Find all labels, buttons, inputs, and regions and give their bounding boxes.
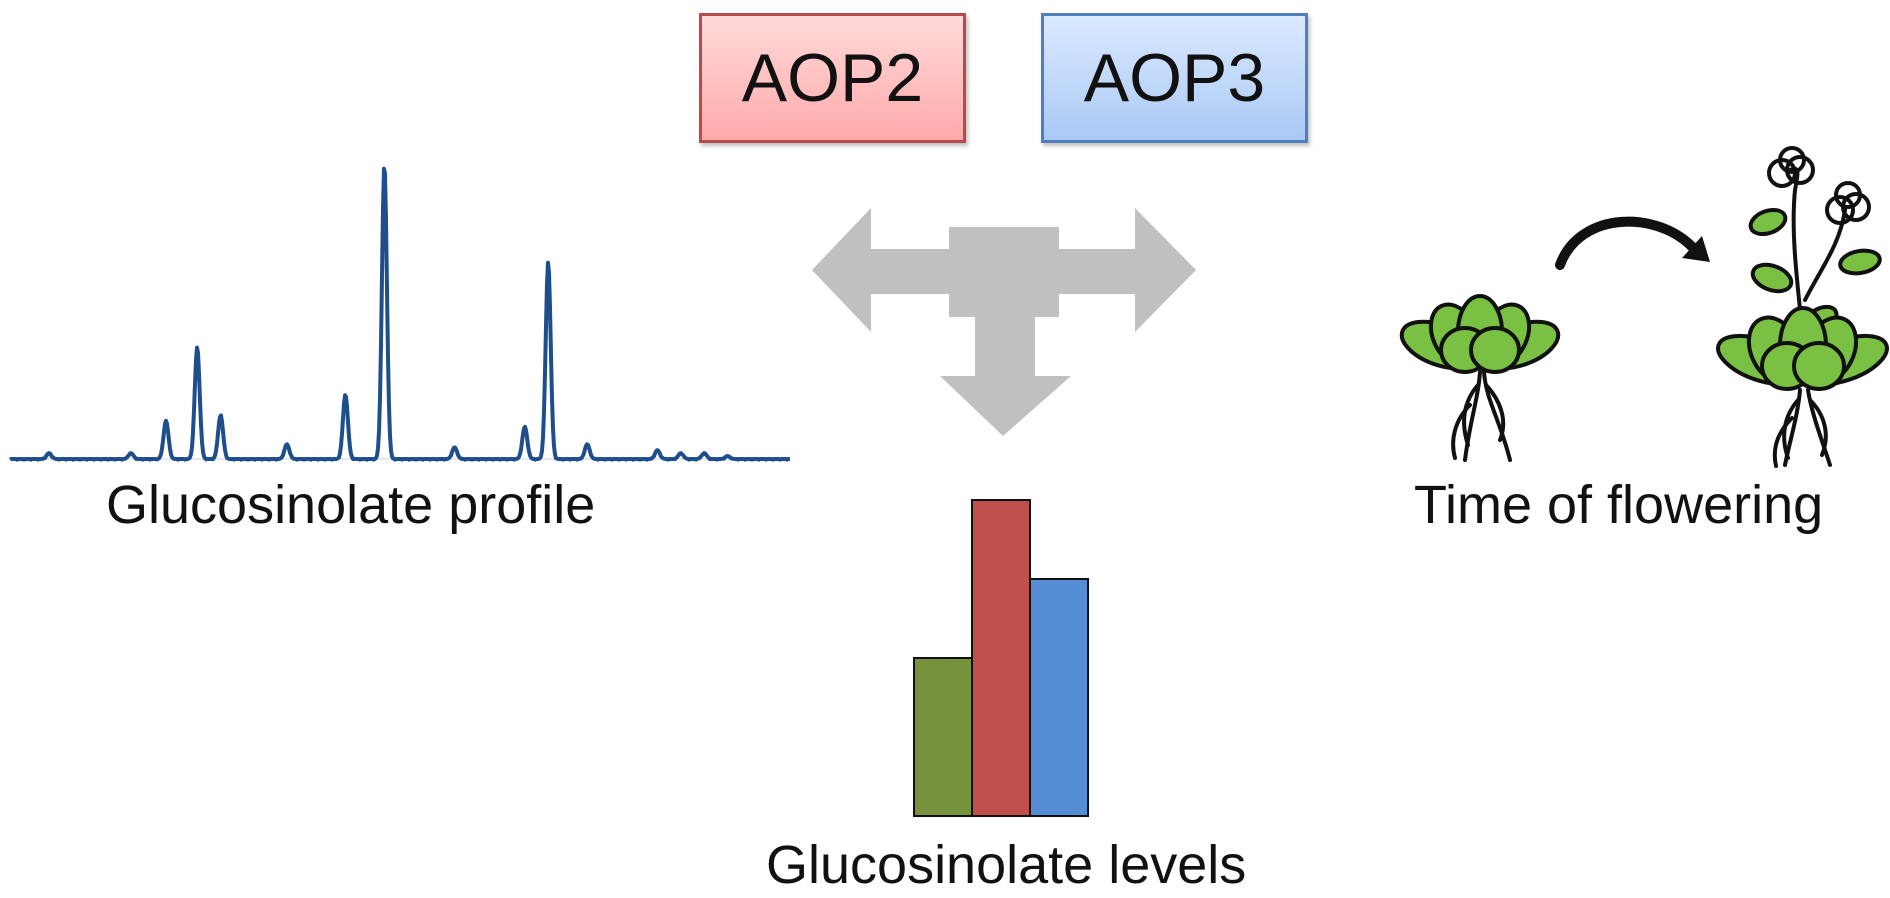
time-of-flowering-caption: Time of flowering [1414,475,1824,535]
glucosinolate-bar-chart [913,499,1089,817]
arrow-shape [812,208,1196,436]
bar-2 [971,499,1031,817]
bar-3 [1029,578,1089,817]
rosette-plant-icon [1399,294,1561,462]
chromatogram [8,166,791,462]
glucosinolate-levels-caption: Glucosinolate levels [766,835,1247,895]
aop3-gene-box: AOP3 [1041,13,1308,143]
glucosinolate-profile-caption: Glucosinolate profile [106,475,596,535]
chromatogram-trace [8,166,791,462]
bar-1 [913,657,973,817]
curved-arrow-icon [1555,216,1710,270]
flowering-plant-icon [1716,146,1889,468]
aop2-gene-box: AOP2 [699,13,966,143]
aop3-label: AOP3 [1083,40,1266,116]
three-way-arrow-icon [812,208,1196,436]
aop2-label: AOP2 [741,40,924,116]
